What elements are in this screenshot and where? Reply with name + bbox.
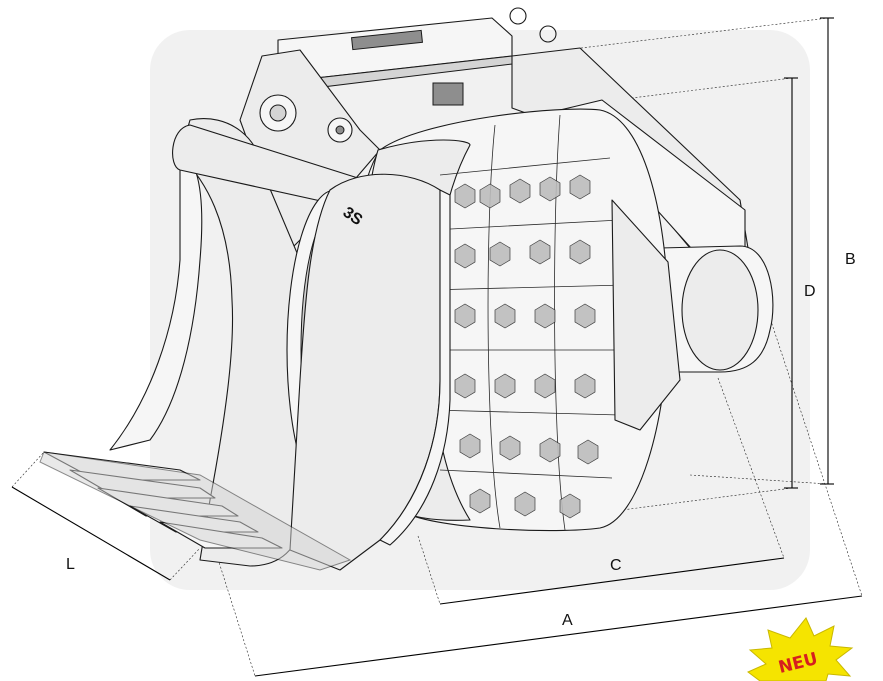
new-badge: NEU — [747, 617, 854, 681]
front-blade: 3S — [289, 173, 451, 571]
bucket-teeth — [39, 451, 352, 571]
dimension-label-l: L — [66, 556, 75, 573]
dimension-label-c: C — [610, 557, 622, 574]
dimension-label-b: B — [845, 251, 856, 268]
badge-starburst — [747, 617, 854, 681]
dimension-label-a: A — [562, 612, 573, 629]
dimension-label-d: D — [804, 283, 816, 300]
dimension-lines — [11, 17, 863, 677]
extension-lines — [11, 17, 863, 677]
